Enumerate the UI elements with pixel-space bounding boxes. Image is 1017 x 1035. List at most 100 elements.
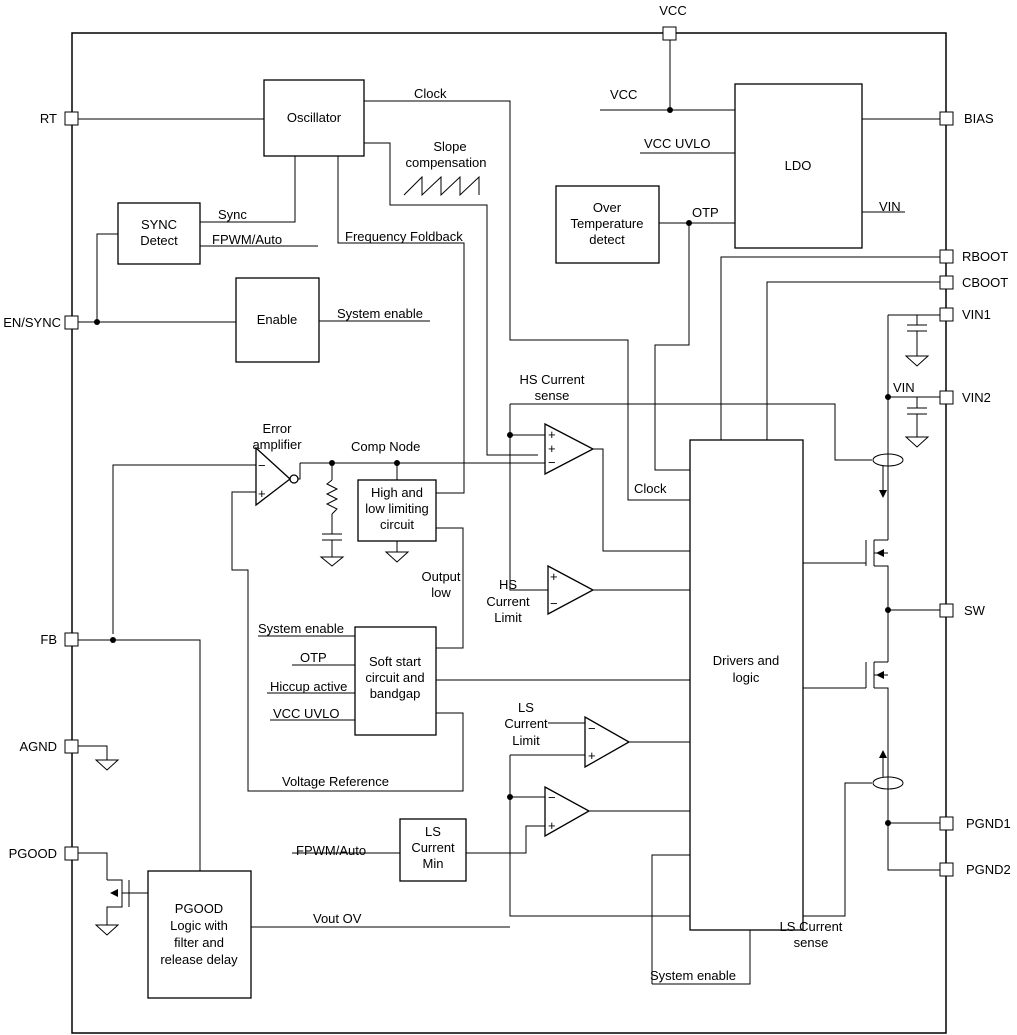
pin-bias: BIAS [939,111,994,126]
over-temp-label-2: Temperature [571,216,644,231]
label-ls-limit-2: Current [504,716,548,731]
over-temp-label-1: Over [593,200,622,215]
label-system-enable-top: System enable [337,306,423,321]
ls-limit-plus: + [588,748,596,763]
label-vin-ldo: VIN [879,199,901,214]
ls-limit-minus: − [588,721,596,736]
high-side-mosfet [865,539,889,570]
pin-cboot: CBOOT [939,275,1008,290]
pin-sw-label: SW [964,603,986,618]
pin-sw: SW [939,603,986,618]
label-fpwm-bottom: FPWM/Auto [296,843,366,858]
ls-min-label-3: Min [423,856,444,871]
sync-detect-label-2: Detect [140,233,178,248]
label-otp-top: OTP [692,205,719,220]
pin-rboot: RBOOT [939,249,1008,264]
oscillator-block: Oscillator [263,79,365,157]
ldo-block: LDO [734,83,863,249]
label-vcc: VCC [610,87,637,102]
label-sync: Sync [218,207,247,222]
pin-pgnd2-label: PGND2 [966,862,1011,877]
label-system-enable-bottom: System enable [650,968,736,983]
error-amp-plus: + [258,486,266,501]
label-vcc-uvlo-top: VCC UVLO [644,136,710,151]
soft-start-label-1: Soft start [369,654,421,669]
pin-fb-label: FB [40,632,57,647]
pin-pgnd1-label: PGND1 [966,816,1011,831]
error-amp-minus: − [258,458,266,473]
label-clock-top: Clock [414,86,447,101]
pgood-logic-label-2: Logic with [170,918,228,933]
limiting-circuit-block: High and low limiting circuit [357,479,437,542]
hs-comp-plus-1: + [548,427,556,442]
pin-bias-label: BIAS [964,111,994,126]
pin-pgood-label: PGOOD [9,846,57,861]
label-vout-ov: Vout OV [313,911,362,926]
pin-rboot-label: RBOOT [962,249,1008,264]
label-frequency-foldback: Frequency Foldback [345,229,463,244]
pin-rt-label: RT [40,111,57,126]
label-otp-mid: OTP [300,650,327,665]
pin-cboot-label: CBOOT [962,275,1008,290]
pgood-mosfet [110,880,148,907]
label-hs-sense-2: sense [535,388,570,403]
soft-start-label-2: circuit and [365,670,424,685]
label-comp-node: Comp Node [351,439,420,454]
junction-dots [94,107,891,826]
hs-comp-plus-2: + [548,441,556,456]
label-vin-mid: VIN [893,380,915,395]
pin-vin2: VIN2 [939,390,991,405]
soft-start-label-3: bandgap [370,686,421,701]
pgood-logic-label-4: release delay [160,952,238,967]
label-slope-comp-1: Slope [433,139,466,154]
label-hs-limit-3: Limit [494,610,522,625]
pin-vcc: VCC [659,3,687,41]
pgood-logic-label-3: filter and [174,935,224,950]
label-clock-mid: Clock [634,481,667,496]
label-system-enable-mid: System enable [258,621,344,636]
hs-pwm-comparator: + + − [544,422,595,476]
ic-boundary [71,32,947,1034]
label-hs-limit-1: HS [499,577,517,592]
pin-pgnd2: PGND2 [939,862,1011,877]
ls-sense-loop [872,776,904,790]
over-temp-label-3: detect [589,232,625,247]
wires [78,40,940,985]
label-slope-comp-2: compensation [406,155,487,170]
hs-current-limit-comparator: + − [547,564,595,616]
error-amplifier: − + [255,446,301,507]
hs-limit-minus: − [550,596,558,611]
label-ls-sense-2: sense [794,935,829,950]
drivers-logic-block: Drivers and logic [689,439,804,931]
pin-rt: RT [40,111,79,126]
label-hs-limit-2: Current [486,594,530,609]
label-voltage-reference: Voltage Reference [282,774,389,789]
over-temperature-block: Over Temperature detect [555,185,660,264]
hs-sense-loop [872,453,904,467]
oscillator-label: Oscillator [287,110,342,125]
ls-min-comp-plus: + [548,818,556,833]
ldo-label: LDO [785,158,812,173]
ls-current-limit-comparator: − + [584,715,631,769]
limiting-label-3: circuit [380,517,414,532]
pin-agnd-label: AGND [19,739,57,754]
hs-limit-plus: + [550,569,558,584]
pin-pgnd1: PGND1 [939,816,1011,831]
sync-detect-block: SYNC Detect [117,202,201,265]
label-ls-sense-1: LS Current [780,919,843,934]
pgood-logic-label-1: PGOOD [175,901,223,916]
soft-start-block: Soft start circuit and bandgap [354,626,437,736]
ls-min-comparator: − + [544,785,591,838]
low-side-mosfet [865,661,889,694]
signal-labels: Clock VCC VCC UVLO OTP VIN Slope compens… [212,86,915,983]
label-ls-limit-1: LS [518,700,534,715]
pin-fb: FB [40,632,79,647]
limiting-label-2: low limiting [365,501,429,516]
label-output-low-1: Output [421,569,460,584]
label-fpwm-top: FPWM/Auto [212,232,282,247]
pin-agnd: AGND [19,739,79,754]
ls-min-label-2: Current [411,840,455,855]
label-error-amp-1: Error [263,421,293,436]
drivers-label-2: logic [733,670,760,685]
